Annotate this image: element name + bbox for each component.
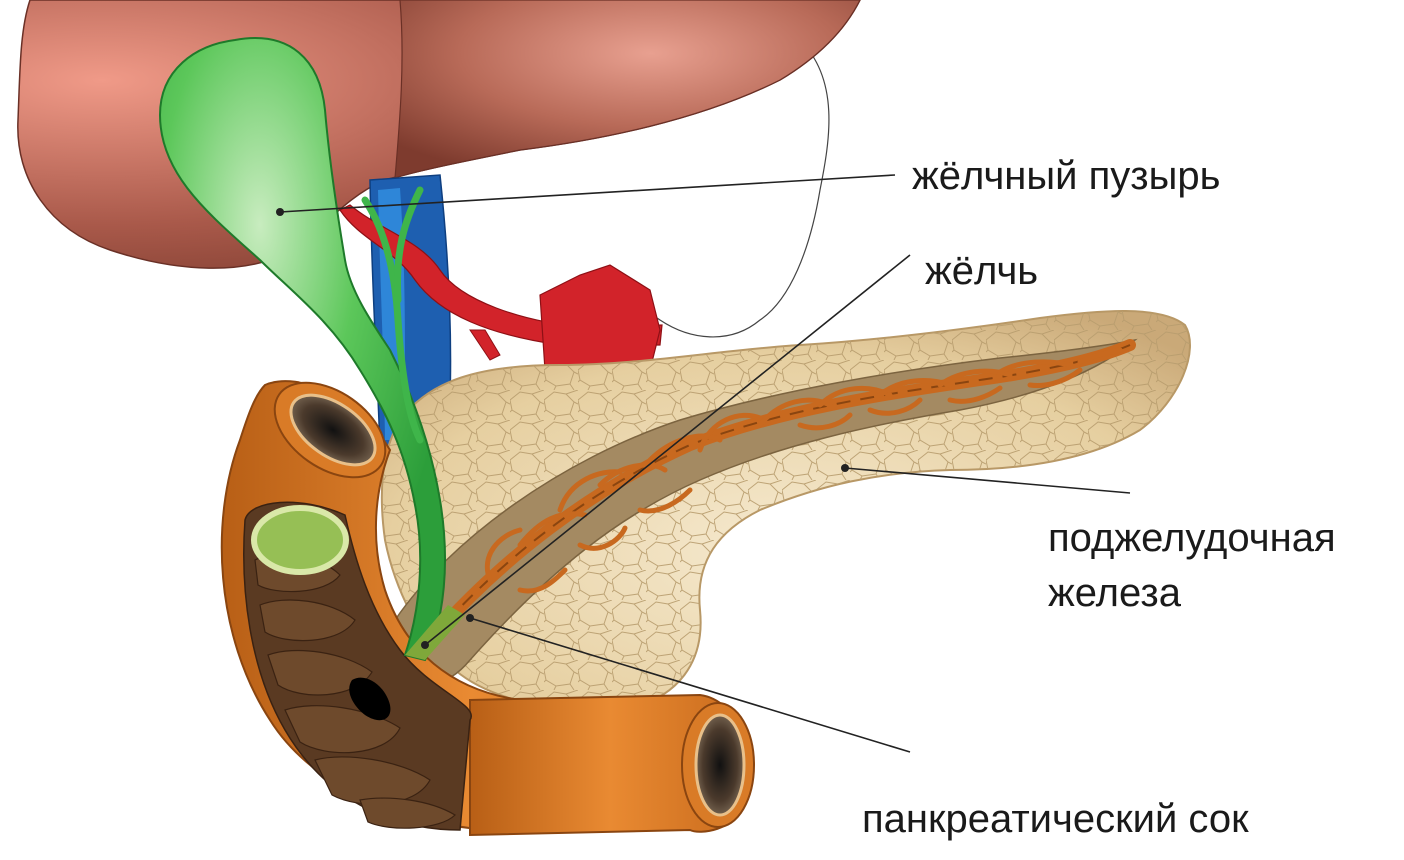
- label-bile: жёлчь: [925, 247, 1038, 295]
- label-gallbladder: жёлчный пузырь: [912, 152, 1220, 200]
- celiac-trunk: [540, 265, 660, 370]
- duodenum-outlet-lumen: [696, 715, 744, 815]
- leader-bile-dot: [421, 641, 429, 649]
- leader-pancreas-dot: [841, 464, 849, 472]
- label-pancreas: поджелудочная железа: [1048, 511, 1336, 621]
- liver-lobe-right: [395, 0, 860, 178]
- leader-pancreas: [845, 468, 1130, 493]
- label-pancreatic-juice: панкреатический сок: [862, 795, 1249, 843]
- leader-pancreatic-juice-dot: [466, 614, 474, 622]
- artery-branch: [470, 330, 500, 360]
- duodenum-cut-green: [254, 508, 346, 572]
- leader-gallbladder-dot: [276, 208, 284, 216]
- label-pancreas-line1: поджелудочная: [1048, 511, 1336, 566]
- label-pancreas-line2: железа: [1048, 566, 1336, 621]
